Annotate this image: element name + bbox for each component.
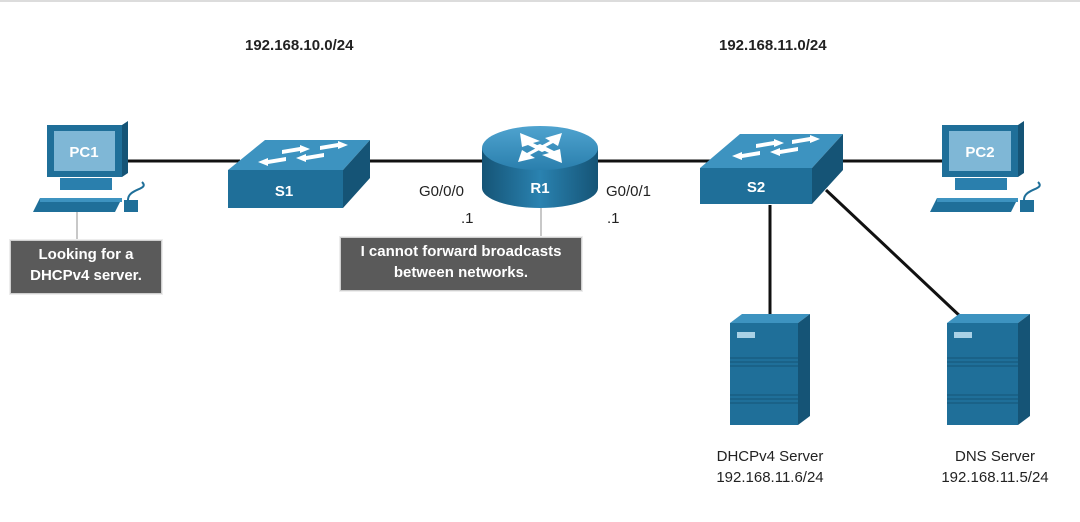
pc1-label: PC1 [69,144,98,161]
network-label-right: 192.168.11.0/24 [719,37,827,54]
router-r1-icon[interactable]: R1 [482,126,598,208]
pc1-callout: Looking for a DHCPv4 server. [10,240,162,294]
switch-s1-icon[interactable]: S1 [228,140,370,208]
r1-label: R1 [530,180,549,197]
top-divider [0,0,1080,2]
pc1-icon[interactable]: PC1 [33,121,145,212]
dns-server-ip: 192.168.11.5/24 [941,469,1049,486]
pc2-label: PC2 [965,144,994,161]
pc2-icon[interactable]: PC2 [930,121,1041,212]
s2-label: S2 [747,179,765,196]
pc1-callout-line-1: Looking for a [38,246,134,263]
network-label-left: 192.168.10.0/24 [245,37,354,54]
dhcp-server-ip: 192.168.11.6/24 [716,469,824,486]
switch-s2-icon[interactable]: S2 [700,134,843,204]
link-s2-dns [824,188,964,320]
dns-server-icon[interactable] [947,314,1030,425]
r1-right-ip-label: .1 [607,210,620,227]
r1-callout-line-2: between networks. [393,264,529,281]
dns-server-name: DNS Server [954,448,1036,465]
dhcp-server-name: DHCPv4 Server [716,448,824,465]
s1-label: S1 [275,183,293,200]
links [128,159,964,320]
r1-right-interface-label: G0/0/1 [606,183,652,200]
dhcp-server-icon[interactable] [730,314,810,425]
dhcp-server-label: DHCPv4 Server 192.168.11.6/24 [690,446,850,488]
pc1-callout-line-2: DHCPv4 server. [30,267,142,284]
r1-left-interface-label: G0/0/0 [419,183,465,200]
r1-left-ip-label: .1 [461,210,474,227]
r1-callout-line-1: I cannot forward broadcasts [360,243,562,260]
r1-callout: I cannot forward broadcasts between netw… [340,237,582,291]
dns-server-label: DNS Server 192.168.11.5/24 [915,446,1075,488]
